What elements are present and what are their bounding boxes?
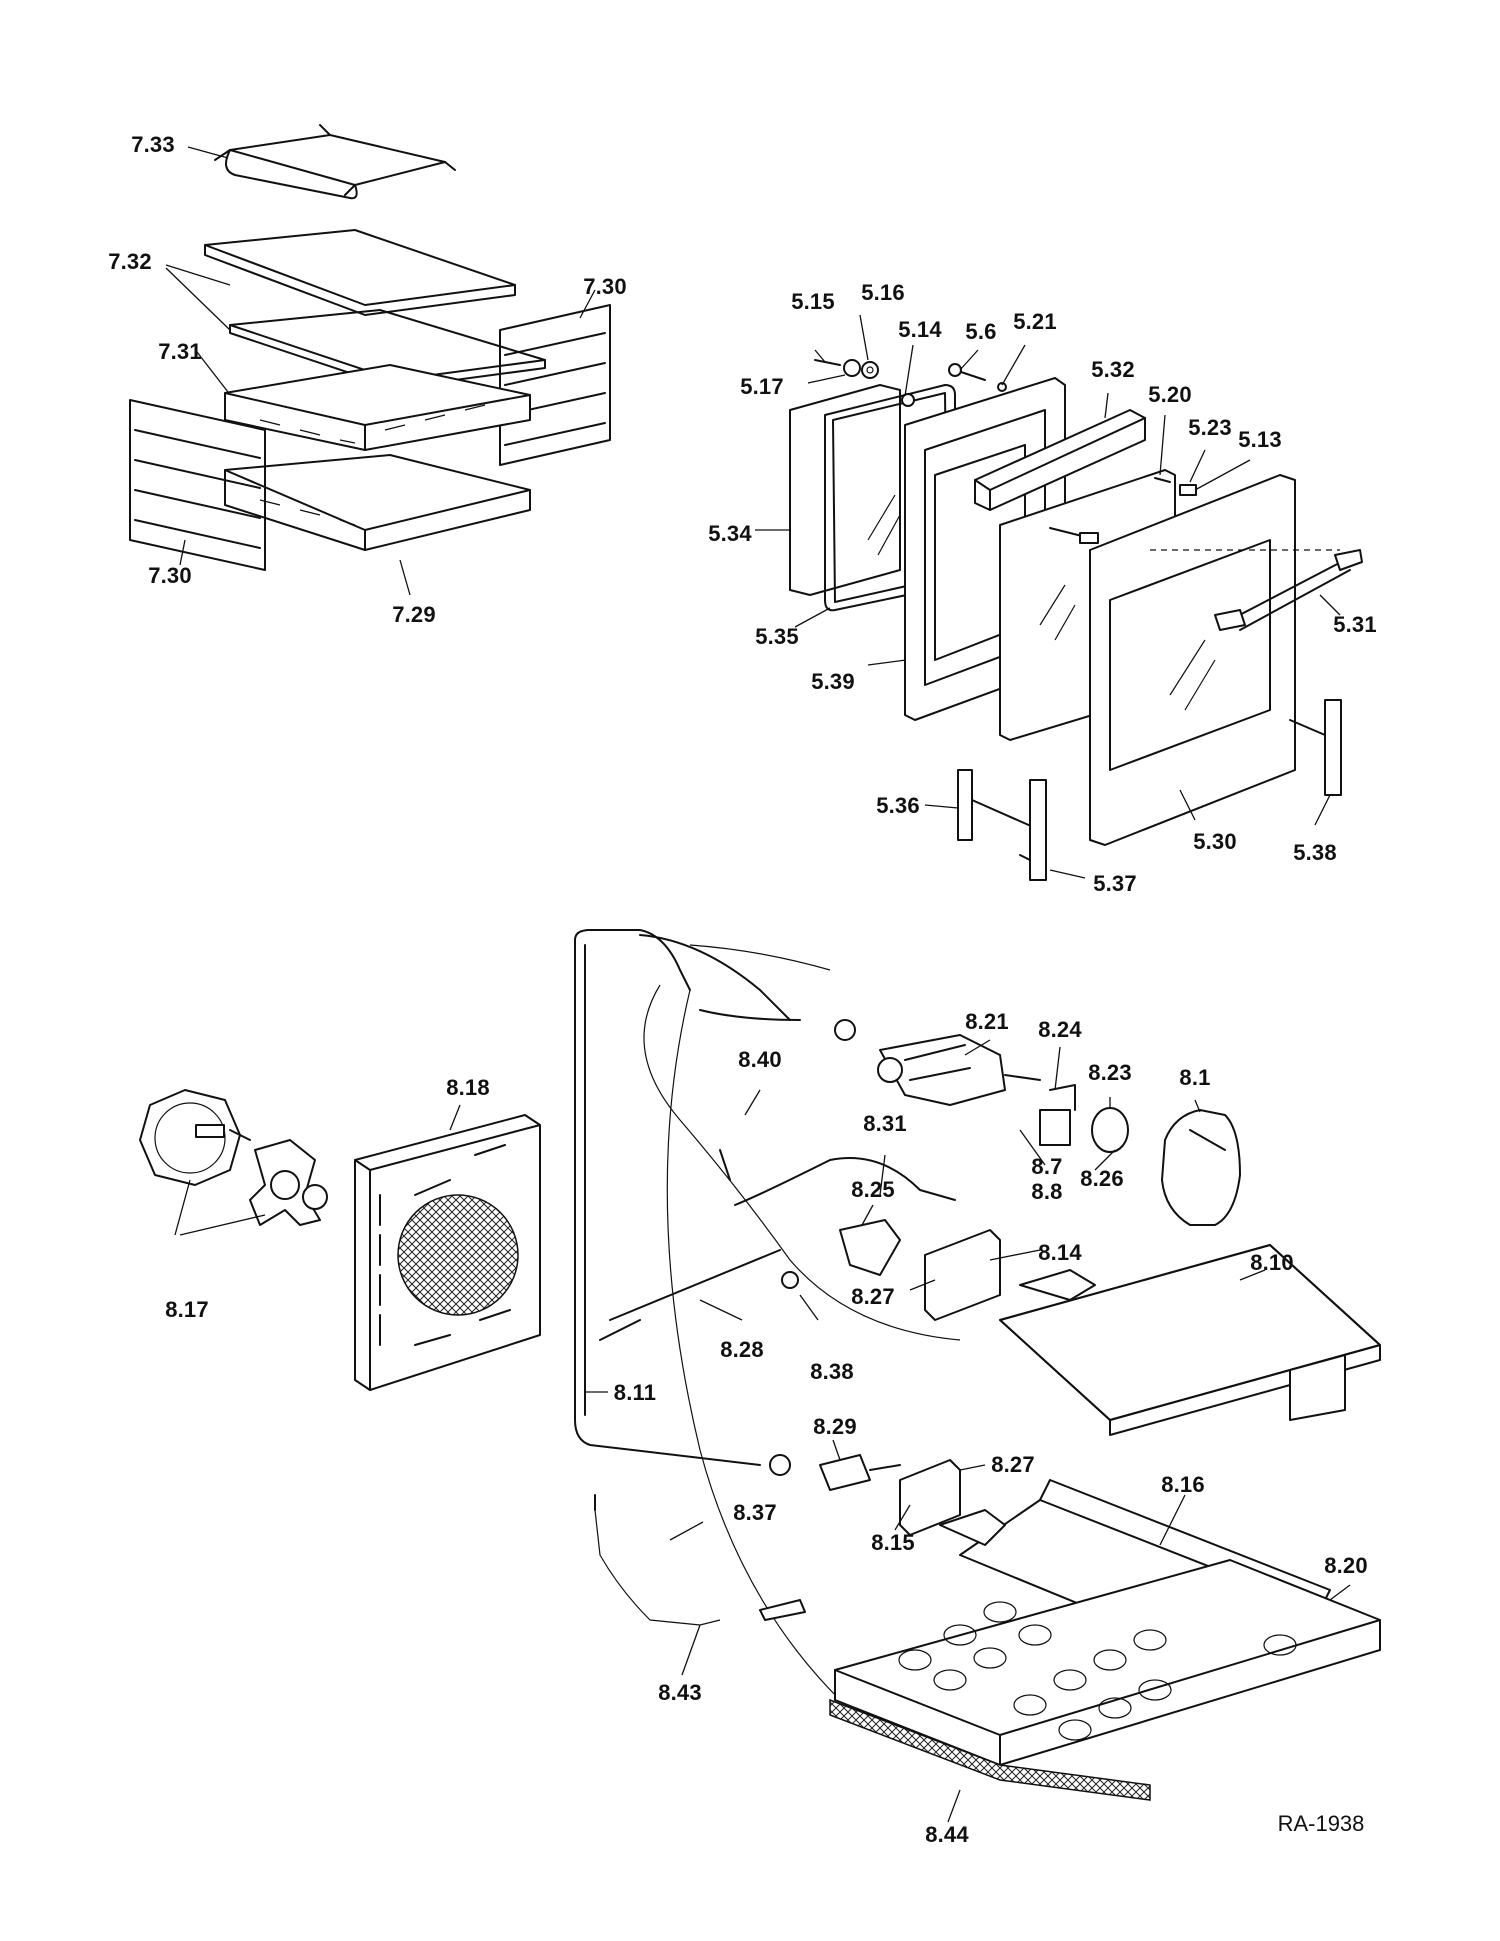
label-8-40: 8.40 (738, 1047, 782, 1072)
label-5-39: 5.39 (811, 669, 855, 694)
label-5-17: 5.17 (740, 374, 784, 399)
label-5-38: 5.38 (1293, 840, 1337, 865)
label-8-23: 8.23 (1088, 1060, 1132, 1085)
label-8-18: 8.18 (446, 1075, 490, 1100)
label-5-34: 5.34 (708, 521, 752, 546)
label-8-37: 8.37 (733, 1500, 777, 1525)
gas-tap-8-21 (877, 1034, 1041, 1106)
door-screws-and-washers (814, 359, 1197, 544)
injector-bracket-8-25 (839, 1219, 901, 1276)
label-5-6: 5.6 (965, 319, 997, 344)
roasting-grid-7-33 (214, 124, 456, 200)
label-8-43: 8.43 (658, 1680, 702, 1705)
label-8-21: 8.21 (965, 1009, 1009, 1034)
thermostat-phial-8-31 (719, 1149, 956, 1206)
burner-bracket-8-27-lower (899, 1459, 961, 1536)
grill-burner-8-10 (999, 1244, 1381, 1436)
label-7-29: 7.29 (392, 602, 436, 627)
label-8-8: 8.8 (1031, 1179, 1063, 1204)
label-5-21: 5.21 (1013, 309, 1057, 334)
door-hinge-5-36 (957, 769, 1041, 841)
label-8-38: 8.38 (810, 1359, 854, 1384)
label-5-23: 5.23 (1188, 415, 1232, 440)
burner-bracket-8-27-upper (924, 1229, 1001, 1321)
shelf-side-support-right-7-30 (499, 304, 611, 466)
label-8-26: 8.26 (1080, 1166, 1124, 1191)
fan-motor-8-17 (139, 1089, 328, 1226)
outer-door-5-30 (1089, 474, 1296, 846)
label-8-44: 8.44 (925, 1822, 969, 1847)
label-8-16: 8.16 (1161, 1472, 1205, 1497)
label-8-10: 8.10 (1250, 1250, 1294, 1275)
label-5-13: 5.13 (1238, 427, 1282, 452)
label-7-32: 7.32 (108, 249, 152, 274)
label-5-37: 5.37 (1093, 871, 1137, 896)
label-5-36: 5.36 (876, 793, 920, 818)
label-8-28: 8.28 (720, 1337, 764, 1362)
fan-cover-8-18 (354, 1114, 541, 1391)
door-handle-5-31 (1150, 549, 1363, 631)
bezel-8-23 (1091, 1107, 1129, 1153)
door-inner-glass-5-34 (789, 384, 901, 596)
door-bracket-5-32 (974, 409, 1146, 511)
control-knob-8-1 (1161, 1109, 1241, 1226)
ignition-switch-8-24 (1039, 1084, 1076, 1146)
label-7-30-right: 7.30 (583, 274, 627, 299)
label-5-32: 5.32 (1091, 357, 1135, 382)
insulation-pad-8-44 (829, 1698, 1151, 1801)
label-5-16: 5.16 (861, 280, 905, 305)
drip-tray-7-31 (224, 364, 531, 451)
label-8-20: 8.20 (1324, 1553, 1368, 1578)
label-8-1: 8.1 (1179, 1065, 1211, 1090)
door-hinge-5-37 (1019, 779, 1047, 881)
label-5-20: 5.20 (1148, 382, 1192, 407)
gas-pipework (574, 929, 961, 1701)
label-8-25: 8.25 (851, 1177, 895, 1202)
label-8-27-lower: 8.27 (991, 1452, 1035, 1477)
label-8-11: 8.11 (613, 1380, 657, 1405)
label-5-15: 5.15 (791, 289, 835, 314)
label-8-14: 8.14 (1038, 1240, 1082, 1265)
label-8-31: 8.31 (863, 1111, 907, 1136)
burner-base-plate-8-20 (834, 1559, 1381, 1766)
shelf-side-support-left-7-30 (129, 399, 266, 571)
label-8-27-upper: 8.27 (851, 1284, 895, 1309)
injector-8-29 (819, 1454, 901, 1491)
thermocouple-lead-8-43 (594, 1494, 806, 1626)
drawing-reference: RA-1938 (1277, 1811, 1365, 1836)
label-8-24: 8.24 (1038, 1017, 1082, 1042)
label-5-14: 5.14 (898, 317, 942, 342)
label-8-7: 8.7 (1031, 1154, 1063, 1179)
door-hinge-5-38 (1289, 699, 1342, 796)
label-7-31: 7.31 (158, 339, 202, 364)
label-8-15: 8.15 (871, 1530, 915, 1555)
label-7-33: 7.33 (131, 132, 175, 157)
label-7-30-left: 7.30 (148, 563, 192, 588)
label-8-17: 8.17 (165, 1297, 209, 1322)
oven-base-tray-7-29 (224, 454, 531, 551)
label-5-31: 5.31 (1333, 612, 1377, 637)
label-5-35: 5.35 (755, 624, 799, 649)
label-8-29: 8.29 (813, 1414, 857, 1439)
oven-shelf-upper-7-32 (204, 229, 516, 316)
label-5-30: 5.30 (1193, 829, 1237, 854)
